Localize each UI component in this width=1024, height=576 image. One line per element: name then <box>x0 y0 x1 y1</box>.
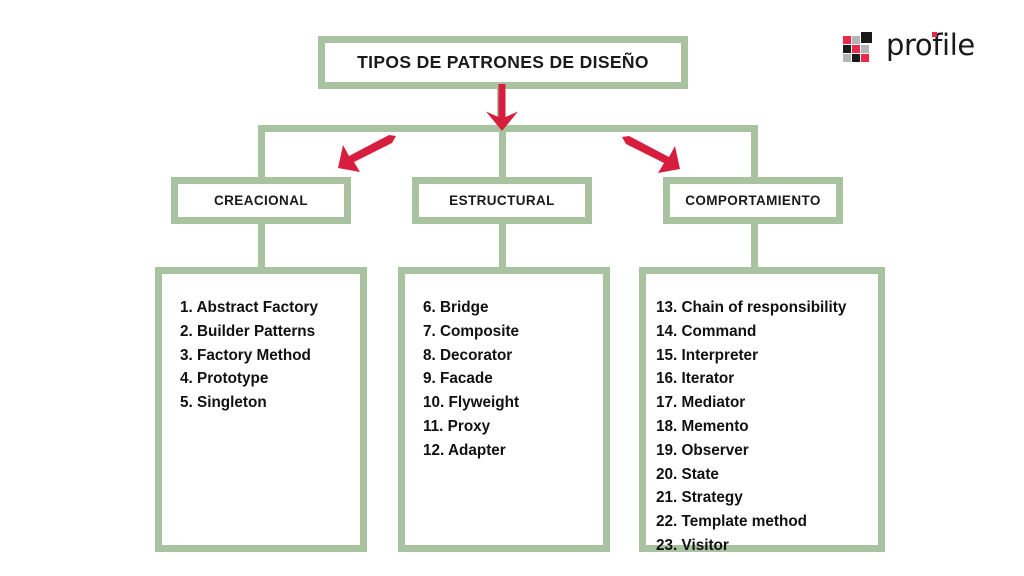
list-item: 18. Memento <box>656 417 749 435</box>
category-box-creacional[interactable]: CREACIONAL <box>171 177 351 224</box>
arrow-down-right-icon <box>622 136 680 173</box>
profile-logo: profile <box>843 27 975 62</box>
arrow-down-icon <box>486 84 518 131</box>
logo-wordmark-text: profile <box>886 27 975 62</box>
list-item: 23. Visitor <box>656 536 729 554</box>
list-item: 10. Flyweight <box>423 394 520 412</box>
arrow-down-left-icon <box>338 135 396 172</box>
list-item: 15. Interpreter <box>656 346 759 364</box>
pattern-list-items-creacional: 1. Abstract Factory 2. Builder Patterns … <box>162 296 360 415</box>
diagram-title-box: TIPOS DE PATRONES DE DISEÑO <box>318 36 688 89</box>
category-label-estructural: ESTRUCTURAL <box>449 193 555 208</box>
list-item: 20. State <box>656 465 719 483</box>
pattern-list-creacional: 1. Abstract Factory 2. Builder Patterns … <box>155 267 367 552</box>
connector-drop-comportamiento <box>751 125 758 177</box>
pixel-grid-icon <box>843 28 877 62</box>
list-item: 22. Template method <box>656 513 808 531</box>
list-item: 4. Prototype <box>180 370 269 388</box>
list-item: 9. Facade <box>423 370 493 388</box>
connector-creacional-to-list <box>258 224 265 267</box>
page-title: TIPOS DE PATRONES DE DISEÑO <box>357 52 649 72</box>
connector-comportamiento-to-list <box>751 224 758 267</box>
list-item: 16. Iterator <box>656 370 735 388</box>
connector-estructural-to-list <box>499 224 506 267</box>
list-item: 12. Adapter <box>423 441 506 459</box>
logo-i-dot <box>931 32 937 37</box>
pattern-list-estructural: 6. Bridge 7. Composite 8. Decorator 9. F… <box>398 267 610 552</box>
list-item: 17. Mediator <box>656 394 746 412</box>
list-item: 14. Command <box>656 322 757 340</box>
connector-drop-estructural <box>499 125 506 177</box>
pattern-list-comportamiento: 13. Chain of responsibility 14. Command … <box>639 267 885 554</box>
list-item: 11. Proxy <box>423 417 491 435</box>
list-item: 5. Singleton <box>180 394 267 412</box>
list-item: 8. Decorator <box>423 346 513 364</box>
connector-drop-creacional <box>258 125 265 177</box>
list-item: 2. Builder Patterns <box>180 322 316 340</box>
category-label-creacional: CREACIONAL <box>214 193 308 208</box>
category-box-comportamiento[interactable]: COMPORTAMIENTO <box>663 177 843 224</box>
category-label-comportamiento: COMPORTAMIENTO <box>685 193 821 208</box>
list-item: 21. Strategy <box>656 489 743 507</box>
list-item: 1. Abstract Factory <box>180 299 319 316</box>
category-box-estructural[interactable]: ESTRUCTURAL <box>412 177 592 224</box>
connector-horizontal-bus <box>258 125 758 132</box>
pattern-list-items-comportamiento: 13. Chain of responsibility 14. Command … <box>646 296 878 558</box>
list-item: 13. Chain of responsibility <box>656 299 847 316</box>
pattern-list-items-estructural: 6. Bridge 7. Composite 8. Decorator 9. F… <box>405 296 603 463</box>
list-item: 7. Composite <box>423 322 520 340</box>
list-item: 3. Factory Method <box>180 346 311 364</box>
list-item: 6. Bridge <box>423 299 489 316</box>
logo-wordmark: profile <box>886 27 975 62</box>
list-item: 19. Observer <box>656 441 749 459</box>
